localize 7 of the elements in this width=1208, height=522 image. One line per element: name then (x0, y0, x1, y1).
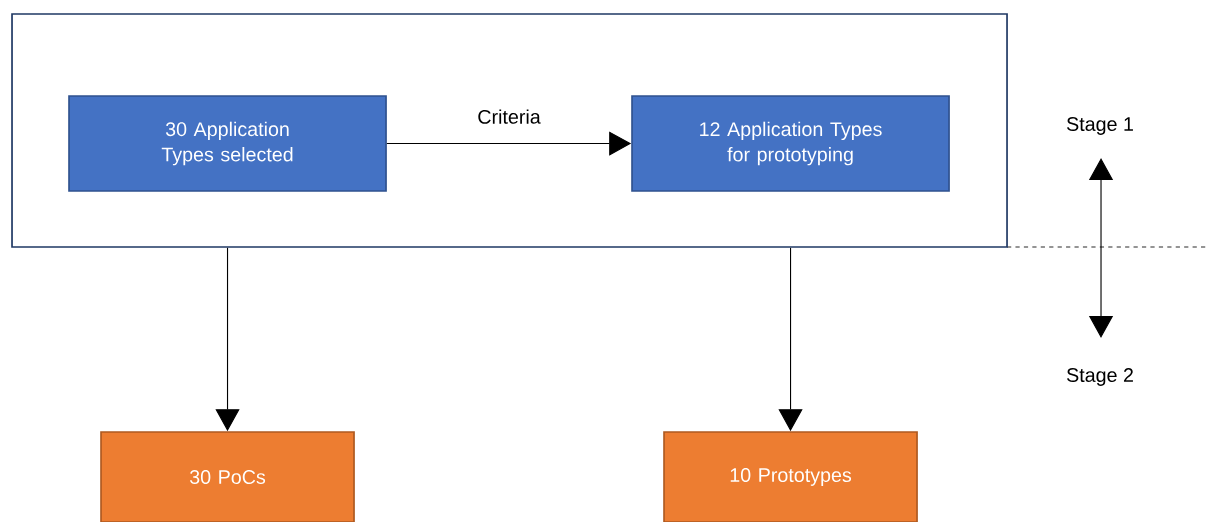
result-box: 30 PoCs (100, 431, 355, 522)
result-box: 10 Prototypes (663, 431, 918, 522)
process-box: 12 Application Types for prototyping (631, 95, 950, 192)
stage-label: Stage 2 (1067, 368, 1133, 386)
stage-label: Stage 1 (1067, 117, 1133, 135)
edge-label: Criteria (478, 109, 541, 124)
process-box: 30 Application Types selected (68, 95, 387, 192)
